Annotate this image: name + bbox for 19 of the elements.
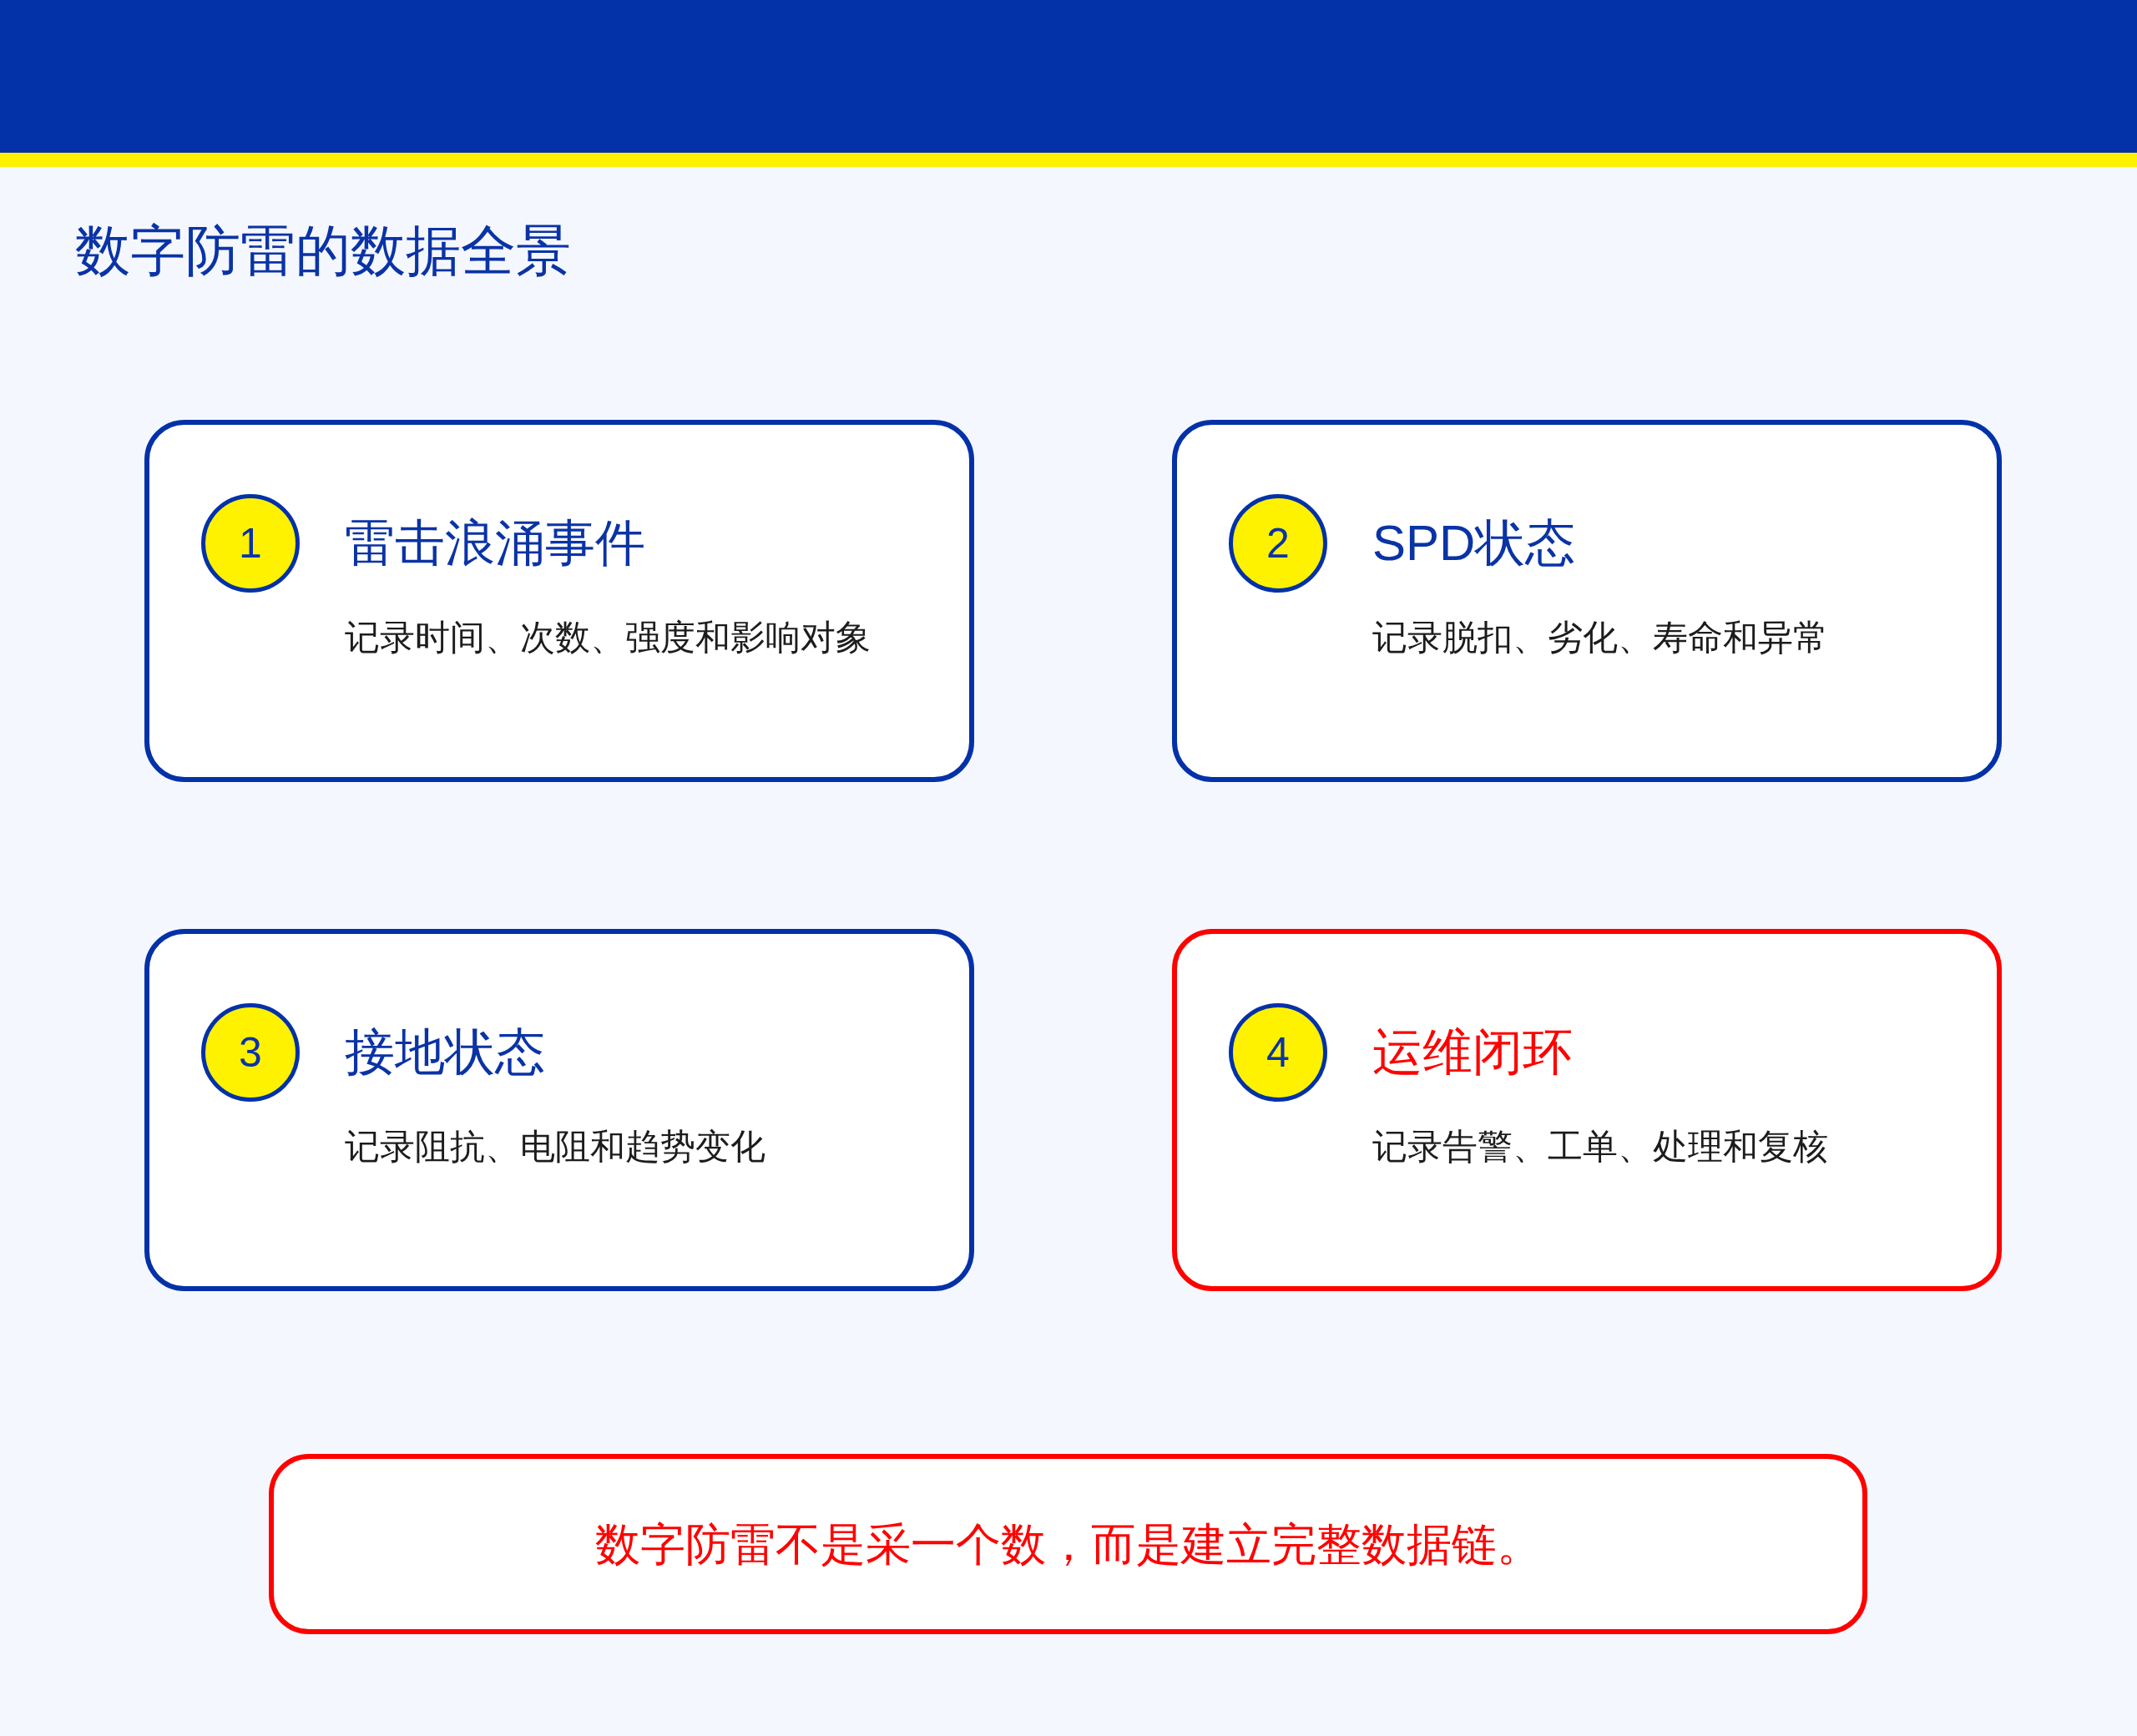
card-description: 记录告警、工单、处理和复核 bbox=[1372, 1126, 1828, 1168]
card-description: 记录脱扣、劣化、寿命和异常 bbox=[1372, 617, 1828, 659]
page-title: 数字防雷的数据全景 bbox=[75, 219, 571, 283]
number-circle: 1 bbox=[201, 494, 300, 593]
info-card bbox=[1172, 929, 2002, 1291]
card-heading: 接地状态 bbox=[345, 1023, 545, 1082]
card-heading: SPD状态 bbox=[1372, 514, 1576, 573]
summary-text: 数字防雷不是采一个数，而是建立完整数据链。 bbox=[594, 1518, 1542, 1571]
card-description: 记录阻抗、电阻和趋势变化 bbox=[345, 1126, 765, 1168]
summary-panel bbox=[269, 1454, 1867, 1634]
card-heading: 运维闭环 bbox=[1372, 1023, 1573, 1082]
number-circle: 2 bbox=[1229, 494, 1327, 593]
card-description: 记录时间、次数、强度和影响对象 bbox=[345, 617, 871, 659]
card-heading: 雷击浪涌事件 bbox=[345, 514, 645, 573]
info-card bbox=[144, 929, 974, 1291]
info-card bbox=[144, 420, 974, 782]
info-card bbox=[1172, 420, 2002, 782]
number-circle: 4 bbox=[1229, 1003, 1327, 1102]
number-circle: 3 bbox=[201, 1003, 300, 1102]
